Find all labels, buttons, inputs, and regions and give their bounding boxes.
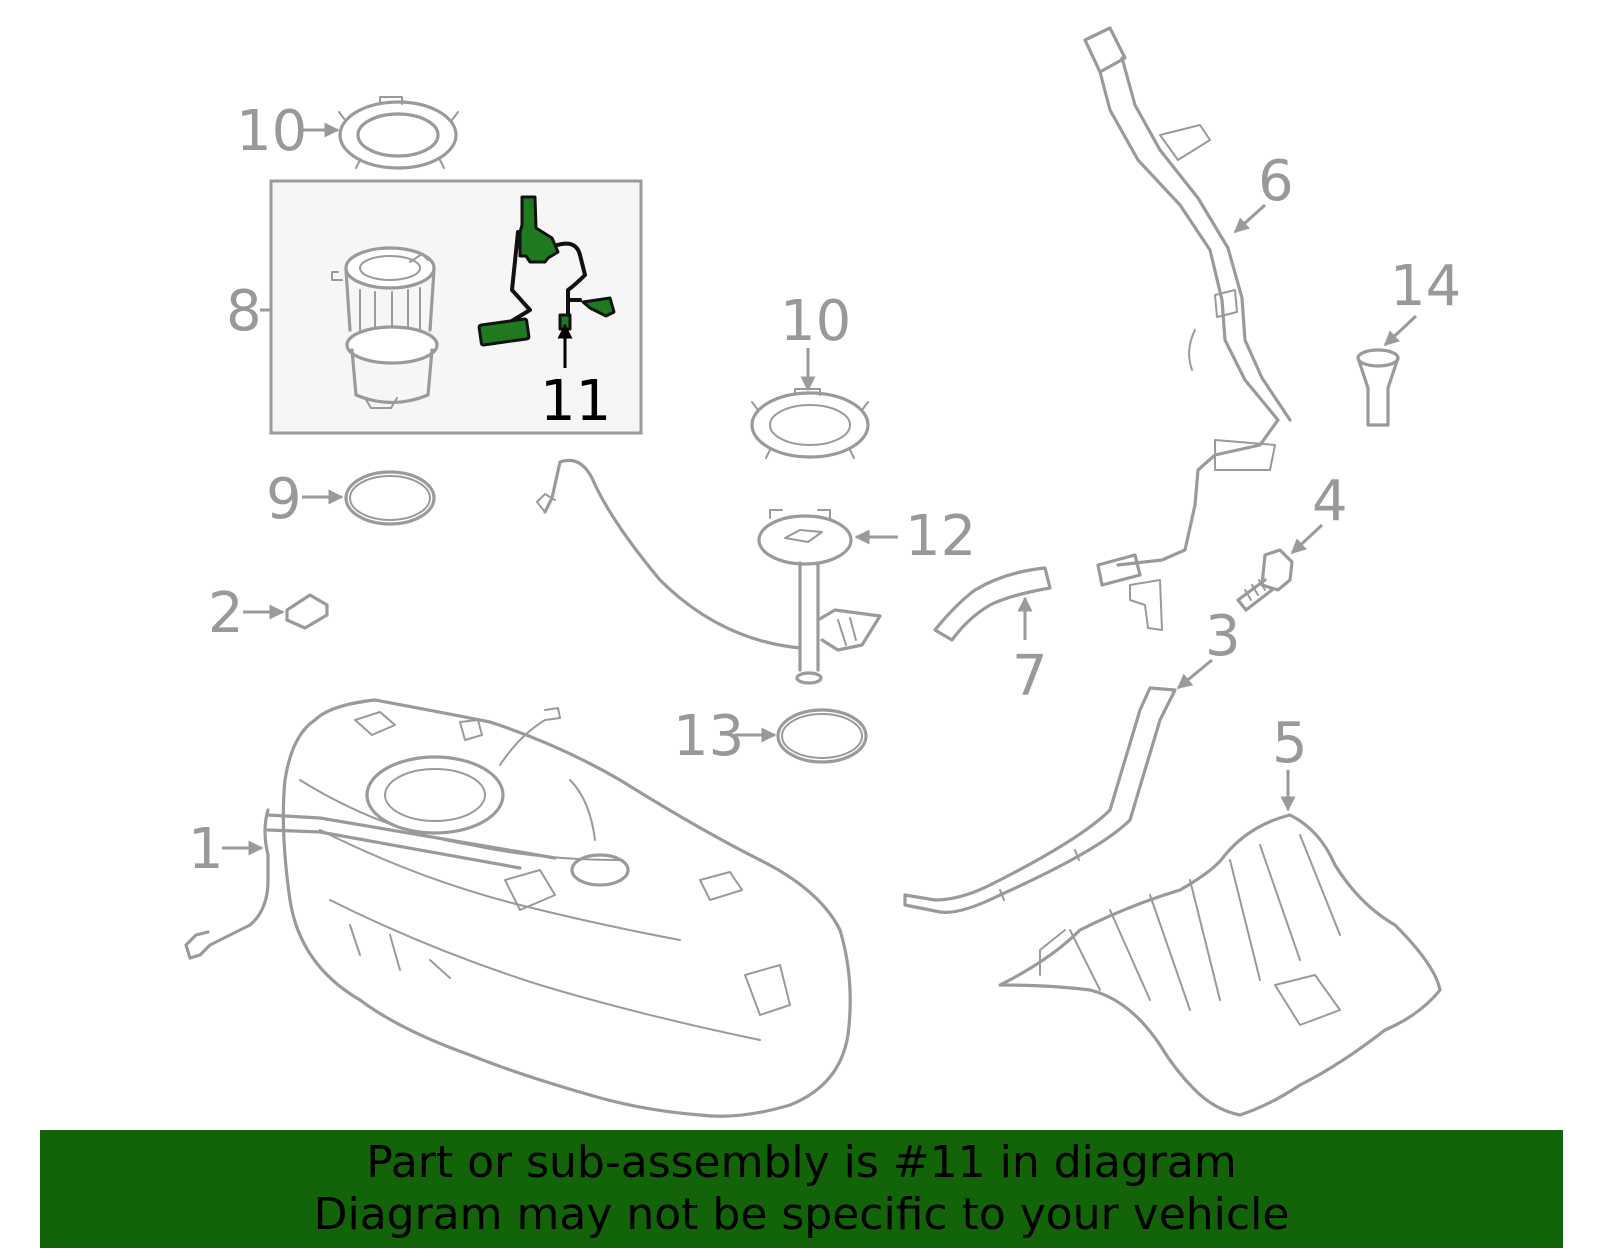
callout-12: 12 (905, 504, 976, 569)
callout-10-top: 10 (236, 99, 307, 164)
fuel-pump-module (331, 246, 439, 409)
leader-4 (1290, 523, 1324, 555)
banner-disclaimer: Diagram may not be specific to your vehi… (313, 1189, 1290, 1240)
part-5-heat-shield (998, 813, 1442, 1117)
callout-10-middle: 10 (780, 289, 851, 354)
callout-2: 2 (208, 581, 244, 646)
callout-1: 1 (188, 817, 224, 882)
callout-13: 13 (673, 704, 744, 769)
part-4-bolt (1236, 548, 1294, 612)
part-9-gasket (344, 470, 436, 526)
part-13-gasket (776, 708, 868, 764)
callout-3: 3 (1205, 604, 1241, 669)
leader-6 (1233, 203, 1267, 234)
callout-14: 14 (1390, 254, 1461, 319)
leader-14 (1383, 314, 1418, 347)
part-11-fuel-level-sender (477, 195, 616, 347)
part-1-fuel-tank (184, 698, 852, 1118)
callout-9: 9 (266, 467, 302, 532)
part-6-filler-pipe (1083, 26, 1292, 631)
part-14-cap (1356, 348, 1400, 427)
part-3-strap (903, 686, 1177, 914)
assembly-8-box (269, 179, 643, 435)
callout-5: 5 (1272, 711, 1308, 776)
callout-11: 11 (540, 369, 611, 434)
leader-3 (1176, 658, 1213, 690)
callout-7: 7 (1012, 644, 1048, 709)
callout-6: 6 (1258, 149, 1294, 214)
banner-part-reference: Part or sub-assembly is #11 in diagram (366, 1137, 1237, 1188)
info-banner: Part or sub-assembly is #11 in diagram D… (40, 1130, 1563, 1248)
part-12-sub-sender (536, 458, 882, 685)
part-2-pad (285, 593, 329, 630)
part-7-hose (933, 566, 1052, 642)
callout-8: 8 (226, 279, 262, 344)
part-10-lock-ring-top (338, 96, 459, 170)
callout-4: 4 (1312, 469, 1348, 534)
part-10-lock-ring-middle (750, 388, 870, 459)
